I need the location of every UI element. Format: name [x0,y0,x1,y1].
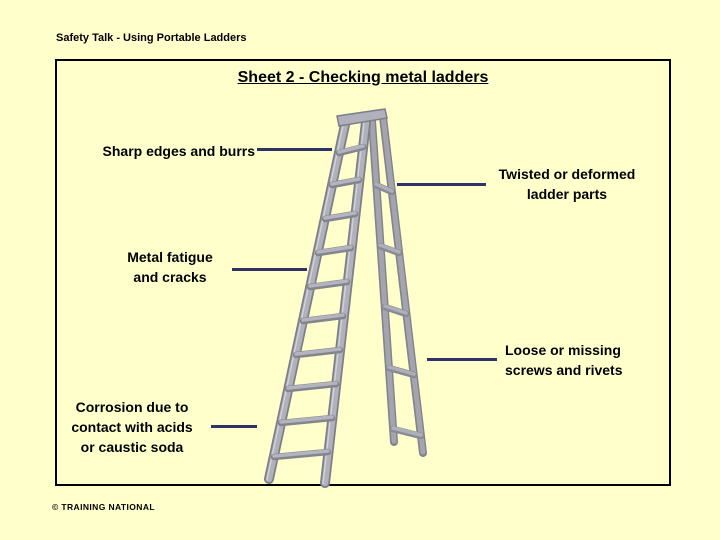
label-twisted-parts: Twisted or deformed ladder parts [498,166,636,202]
leader-line-sharp-edges [257,148,332,151]
leader-line-twisted-parts [397,183,486,186]
slide-header: Safety Talk - Using Portable Ladders [56,32,247,44]
leader-line-metal-fatigue [232,268,307,271]
label-loose-screws: Loose or missing screws and rivets [505,342,623,378]
leader-line-corrosion [211,425,257,428]
label-metal-fatigue: Metal fatigue and cracks [127,249,213,285]
label-corrosion: Corrosion due to contact with acids or c… [71,399,193,455]
sheet-title: Sheet 2 - Checking metal ladders [237,69,489,86]
leader-line-loose-screws [427,358,497,361]
label-sharp-edges: Sharp edges and burrs [102,143,255,159]
copyright-footer: © TRAINING NATIONAL [52,502,155,512]
